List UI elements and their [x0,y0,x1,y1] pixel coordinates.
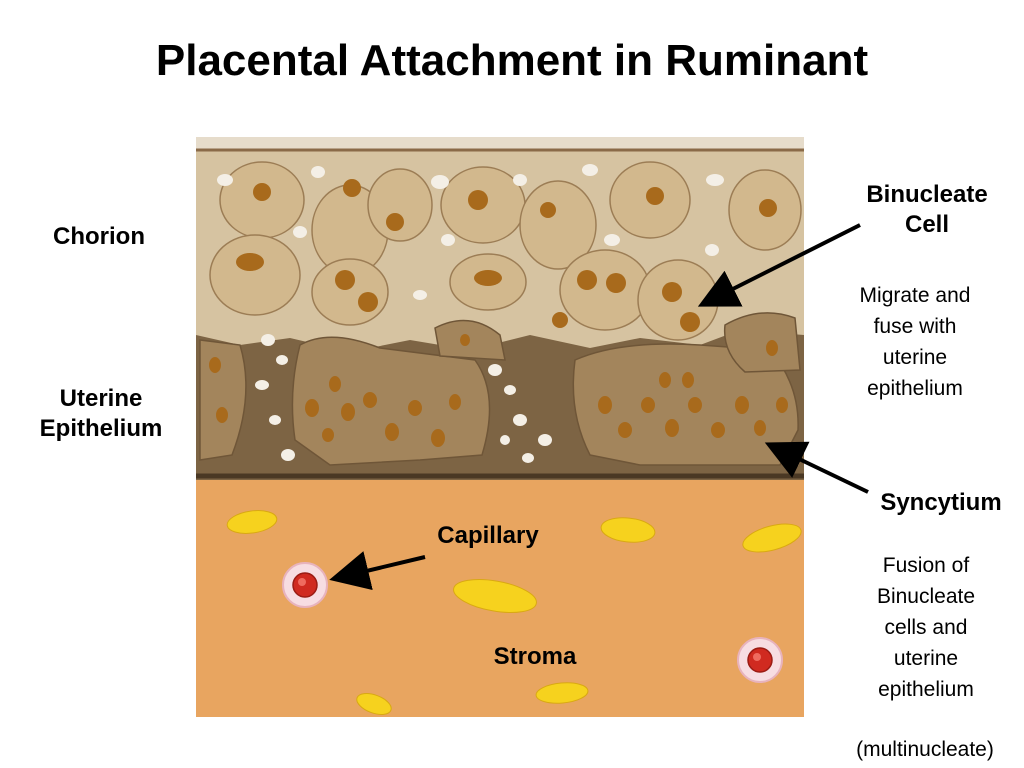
nucleus [688,397,702,413]
chorion-cell [519,180,597,270]
note-line: Migrate and [859,284,971,307]
chorion-cell [367,168,433,242]
nucleus [606,273,626,293]
syncytium-nuclei [209,334,788,447]
nucleus [659,372,671,388]
chorion-surface [196,137,804,150]
uterine-epithelium-label: Uterine Epithelium [16,384,186,444]
uterine-label-line: Uterine [59,385,143,412]
nucleus [540,202,556,218]
stroma-cells [226,510,802,715]
nucleus [618,422,632,438]
nucleus [665,419,679,437]
nucleus [329,376,341,392]
uterine-gaps [255,334,552,463]
capillary-label: Capillary [437,522,539,549]
nucleus [341,403,355,421]
syncytium-label: Syncytium [880,489,1002,516]
multinucleate-note: (multinucleate) [856,738,994,761]
chorion-label: Chorion [53,223,145,250]
chorion-cells [209,161,802,341]
binucleate-note: Migrate and fuse with uterine epithelium [825,280,1005,404]
nucleus [335,270,355,290]
nucleus [305,399,319,417]
syncytium-cell [723,312,801,373]
stroma-cell [453,579,537,613]
nucleus [759,199,777,217]
nucleus [641,397,655,413]
binucleate-label-line: Cell [904,211,949,238]
binucleate-cell [311,258,389,326]
nucleus [754,420,766,436]
stroma-cell [356,693,392,715]
nucleus [711,422,725,438]
nucleus [460,334,470,346]
note-line: cells and [884,616,968,639]
stroma-label: Stroma [493,643,577,670]
nucleus [322,428,334,442]
note-line: fuse with [873,315,957,338]
chorion-cell [209,234,301,316]
nucleus [431,429,445,447]
stroma-cell [226,510,278,534]
nucleus [577,270,597,290]
nucleus [386,213,404,231]
binucleate-cell-label: Binucleate Cell [842,180,1012,240]
page-title: Placental Attachment in Ruminant [155,36,869,85]
nucleus [236,253,264,271]
nucleus [662,282,682,302]
stroma-cell [535,682,589,704]
note-line: Fusion of [882,554,970,577]
nucleus [449,394,461,410]
nucleus [598,396,612,414]
nucleus [209,357,221,373]
uterine-label-line: Epithelium [39,415,163,442]
syncytium-note: Fusion of Binucleate cells and uterine e… [836,550,1016,705]
note-line: epithelium [878,678,974,701]
nucleus [363,392,377,408]
nucleus [216,407,228,423]
syncytium-cell [434,319,506,361]
nucleus [646,187,664,205]
chorion-cell [559,249,651,331]
chorion-gaps [217,164,724,300]
note-line: Binucleate [876,585,976,608]
chorion-nuclei [236,179,777,332]
nucleus [474,270,502,286]
nucleus [253,183,271,201]
stroma-cell [742,523,802,553]
nucleus [343,179,361,197]
nucleus [468,190,488,210]
nucleus [766,340,778,356]
capillary-arrow [329,551,426,591]
nucleus [408,400,422,416]
capillary-left [282,562,328,608]
nucleus [552,312,568,328]
nucleus [735,396,749,414]
binucleate-label-line: Binucleate [866,181,988,208]
nucleus [385,423,399,441]
note-line: uterine [882,346,948,369]
nucleus [680,312,700,332]
stroma-cell [600,517,656,543]
nucleus [358,292,378,312]
nucleus [776,397,788,413]
nucleus [682,372,694,388]
binucleate-arrow [697,223,861,307]
syncytium-arrow [764,441,869,494]
capillary-right [737,637,783,683]
note-line: uterine [893,647,959,670]
note-line: epithelium [867,377,963,400]
